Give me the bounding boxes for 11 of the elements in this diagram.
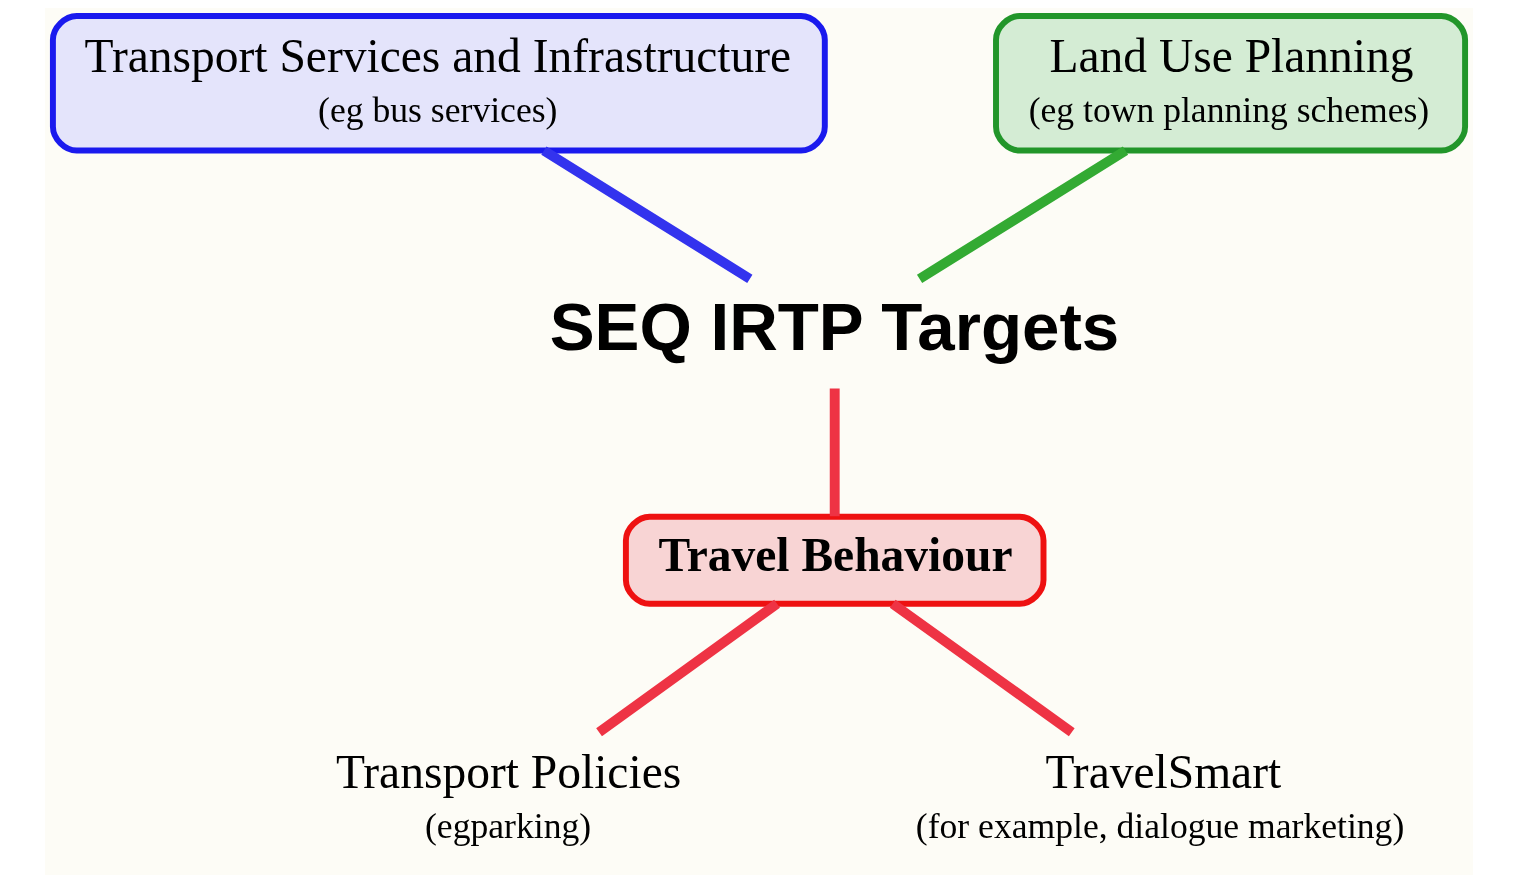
node-text: SEQ IRTP Targets — [549, 288, 1120, 364]
connector — [829, 388, 840, 517]
node-text: TravelSmart (for example, dialogue marketing) — [915, 746, 1405, 847]
connector — [541, 146, 753, 284]
node-box: Transport Services and Infrastructure (eg bus services) — [49, 13, 828, 154]
node-text: Transport Policies (egparking) — [335, 746, 682, 847]
node-box: Land Use Planning (eg town planning schemes) — [993, 13, 1469, 154]
connector — [916, 146, 1129, 284]
node-box: Travel Behaviour — [622, 513, 1047, 607]
connector — [596, 599, 780, 737]
connector — [889, 599, 1075, 737]
